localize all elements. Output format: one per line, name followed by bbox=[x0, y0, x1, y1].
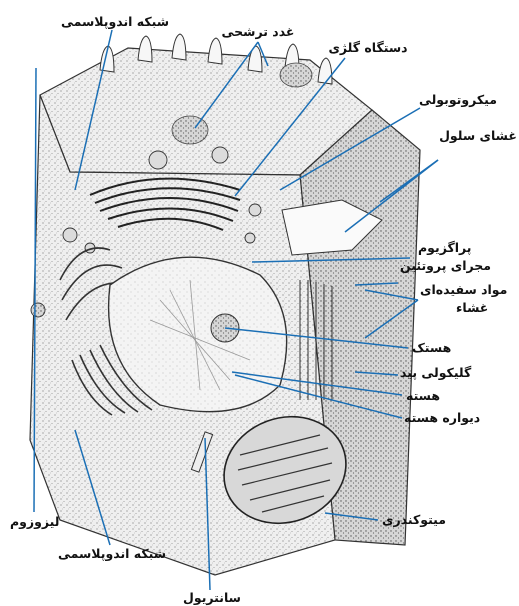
label-nucleus: هسته bbox=[406, 388, 440, 404]
label-membrane-white-matter-1: مواد سفیده‌ای bbox=[420, 282, 507, 298]
label-er-bottom: شبکه اندوپلاسمی bbox=[58, 546, 166, 562]
label-nucleolus: هستک bbox=[412, 340, 451, 356]
label-er-top: شبکه اندوپلاسمی bbox=[61, 14, 169, 30]
label-pinocytosis: پراگزیوم bbox=[418, 240, 472, 256]
label-microtubules: میکروتوبولی bbox=[419, 92, 497, 108]
label-mitochondria: میتوکندری bbox=[382, 512, 446, 528]
label-secretory: غدد ترشحی bbox=[222, 24, 295, 40]
label-centriole: سانتریول bbox=[183, 590, 241, 606]
label-cell-membrane: غشای سلول bbox=[439, 128, 517, 144]
label-lysosome: لیزوزوم bbox=[10, 514, 59, 530]
label-glycolipid: گلیکولی پید bbox=[400, 365, 471, 381]
label-nuclear-envelope: دیواره هسته bbox=[404, 410, 480, 426]
label-membrane-white-matter-2: غشاء bbox=[456, 300, 488, 316]
label-protein-channel: مجرای پروتئین bbox=[400, 258, 491, 274]
secretory-granule bbox=[172, 116, 208, 144]
label-golgi: دستگاه گلژی bbox=[328, 40, 407, 56]
lysosome-body bbox=[31, 303, 45, 317]
secretory-granule-2 bbox=[280, 63, 312, 87]
